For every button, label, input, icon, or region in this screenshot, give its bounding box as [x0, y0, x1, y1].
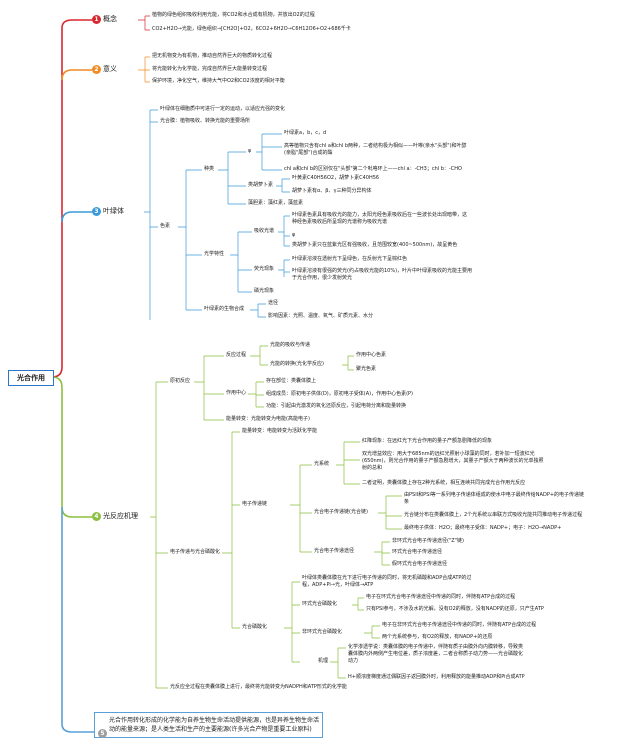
branch-chloroplast-label: 叶绿体 — [103, 207, 124, 215]
chain-definition: 由PSII和PSI等一系列电子传递体组成的使水中电子最终传给NADP+的电子传递… — [404, 492, 585, 498]
light-absorption-transfer: 光能的吸收与传递 — [270, 342, 311, 348]
node-carotenoid[interactable]: 类胡萝卜素 — [248, 182, 274, 188]
red-drop-effect: 红降现象：在远红光下光合作用的量子产额急剧降低的现象 — [362, 438, 493, 444]
chemiosmotic-theory-cont-1: 囊体膜内外两侧产生电位差，质子浓度差，二者合称质子动力势——光合磷酸化 — [348, 651, 524, 657]
node-chlorophyll[interactable]: φ — [248, 148, 252, 154]
node-electron-transport-chain[interactable]: 电子传递链 — [242, 501, 268, 507]
node-absorption-spectrum[interactable]: 吸收光谱 — [254, 228, 275, 234]
node-reaction-center[interactable]: 作用中心 — [226, 390, 247, 396]
emerson-effect: 双光增益效应：用大于685nm的远红光照射小球藻的同时，若补加一短波红光 — [362, 451, 535, 457]
reaction-center-pigment: 作用中心色素 — [356, 352, 387, 358]
node-photosystem[interactable]: 光系统 — [314, 461, 330, 467]
fluorescence-color: 叶绿素溶液在透射光下呈绿色，在反射光下呈棕红色 — [292, 256, 408, 262]
biosynthesis-pathway: 途径 — [268, 300, 279, 306]
absorption-definition-cont: 种经色素吸收后所呈现的光谱称为吸收光谱 — [292, 219, 388, 225]
biosynthesis-factors: 影响因素：光照、温度、氧气、矿质元素、水分 — [268, 313, 374, 319]
emerson-effect-cont-2: 射的总和 — [362, 465, 383, 471]
fluorescence-strength: 叶绿素溶液有很强的荧光(约占吸收光能的10%)，叶片中叶绿素吸收的光能主要用 — [292, 268, 473, 274]
noncyclic-definition: 电子在非环式光合电子传递途径中传递的同时，伴随有ATP合成的过程 — [382, 622, 537, 628]
chemiosmotic-theory-cont-2: 动力 — [348, 658, 359, 664]
fluorescence-strength-cont: 于光合作用，很少发射荧光 — [292, 275, 353, 281]
chlorophyll-types: 叶绿素a，b，c，d — [284, 130, 327, 136]
reaction-center-location: 存在部位：类囊体膜上 — [266, 378, 317, 384]
pathway-noncyclic: 非环式光合电子传递途径("Z"链) — [392, 538, 464, 544]
number-badge-1: 1 — [92, 15, 101, 24]
number-badge-5: 5 — [98, 729, 107, 738]
root-node[interactable]: 光合作用 — [8, 370, 54, 386]
branch-light-reaction-label: 光反应机理 — [103, 512, 138, 520]
absorption-placeholder: φ — [292, 232, 296, 238]
chain-distribution: 光合链分布在类囊体膜上，2个光系统以串联方式吸收光能共同推动电子传递过程 — [404, 512, 583, 518]
node-reaction-process[interactable]: 反应过程 — [226, 352, 247, 358]
antenna-pigment: 聚光色素 — [356, 366, 377, 372]
node-mechanism[interactable]: 机理 — [318, 658, 329, 664]
atp-synthesis: H+顺浓度梯度通过偶联因子返回膜外时，利用释放的能量推动ADP和Pi合成ATP — [348, 674, 525, 680]
significance-item-2: 将光能转化为化学能，完成自然界巨大能量转变过程 — [152, 66, 268, 72]
cyclic-features: 只有PSI参与，不涉及水的光解，没有O2的释放，没有NADP的还原，只产生ATP — [366, 606, 544, 612]
cyclic-definition: 电子在环式光合电子传递途径中传递的同时，伴随有ATP合成的过程 — [366, 594, 516, 600]
node-optical-properties[interactable]: 光学特性 — [204, 251, 225, 257]
emerson-effect-cont-1: (650nm)，则光合作用的量子产额急剧增大，其量子产额大于两种波长的光单独照 — [362, 458, 544, 464]
carotenoid-isomers: 胡萝卜素有α、β、γ三种同分异构体 — [292, 188, 372, 194]
primary-energy-conversion: 能量转变：光能转变为电能(高能电子) — [226, 416, 310, 422]
summary-text: 光合作用转化形成的化学能为自养生物生命活动提供能源，也是异养生物生命活动的能量来… — [109, 717, 320, 733]
node-photosynthetic-chain[interactable]: 光合电子传递链(光合链) — [314, 509, 368, 515]
reaction-center-components: 组成成员：原初电子供体(D)，原初电子受体(A)，作用中心色素(P) — [266, 391, 413, 397]
node-kinds[interactable]: 种类 — [204, 166, 215, 172]
node-pigment[interactable]: 色素 — [160, 223, 171, 229]
node-photophosphorylation[interactable]: 光合磷酸化 — [242, 624, 268, 630]
photosynthetic-membrane: 光合膜：植物吸收、转换光能的重要场所 — [160, 118, 251, 124]
pathway-pseudocyclic: 假环式光合电子传递途径 — [392, 561, 448, 567]
concept-definition: 植物的绿色组织吸收利用光能，将CO2和水合成有机物，并放出O2的过程 — [152, 12, 315, 18]
carotenoid-absorption: 类胡萝卜素只在蓝紫光区有强吸收，且范围较宽(400~500nm)，故呈黄色 — [292, 242, 458, 248]
significance-item-3: 保护环境，净化空气，维持大气中O2和CO2浓度的相对平衡 — [152, 78, 285, 84]
number-badge-2: 2 — [92, 65, 101, 74]
chlorophyll-difference: chl a和chl b的区别仅在"头部"第二个吡咯环上——chl a：-CH3；… — [284, 166, 462, 172]
chloroplast-movement: 叶绿体在细胞质中可进行一定的运动，以适应光强的变化 — [160, 106, 286, 112]
chemiosmotic-theory: 化学渗透学说：类囊体膜的电子传递中，伴随有质子由膜外向内膜转移，导致类 — [348, 644, 524, 650]
number-badge-4: 4 — [92, 512, 101, 521]
concept-equation: CO2+H2O→光能，绿色组织→[CH2O]+O2，6CO2+6H2O→C6H1… — [152, 26, 351, 32]
node-noncyclic-photophosphorylation[interactable]: 非环式光合磷酸化 — [302, 629, 343, 635]
photophosphorylation-definition: 叶绿体类囊体膜在光下进行电子传递的同时，将无机磷酸和ADP合成ATP的过 — [302, 575, 472, 581]
node-primary-reaction[interactable]: 原初反应 — [170, 378, 191, 384]
node-electron-transport-photophosphorylation[interactable]: 电子传递与光合磷酸化 — [170, 549, 221, 555]
pathway-cyclic: 环式光合电子传递途径 — [392, 549, 443, 555]
significance-item-1: 把无机物变为有机物，推动自然界巨大的物质转化过程 — [152, 53, 273, 59]
photophosphorylation-equation: 程，ADP+Pi→光，叶绿体→ATP — [302, 582, 374, 588]
chain-definition-cont: 条 — [404, 499, 410, 505]
chlorophyll-structure-cont: (亲脂"尾部")合成的酯 — [284, 150, 333, 156]
light-energy-conversion: 光能的转换(光化学反应) — [270, 361, 324, 367]
noncyclic-features: 两个光系统参与，有O2的释放，有NADP+的还原 — [382, 634, 493, 640]
chain-donor-acceptor: 最终电子供体：H2O；最终电子受体：NADP+；电子：H2O→NADP+ — [404, 525, 562, 531]
etc-energy-conversion: 能量转变：电能转变为活跃化学能 — [242, 428, 318, 434]
node-phycobilin[interactable]: 藻胆素：藻红素，藻蓝素 — [248, 200, 304, 206]
reaction-center-function: 功能：引起由光激发的氧化还原反应，引起电荷分离和能量转换 — [266, 403, 407, 409]
node-transport-pathway[interactable]: 光合电子传递途径 — [314, 548, 355, 554]
number-badge-3: 3 — [92, 207, 101, 216]
node-fluorescence[interactable]: 荧光现象 — [254, 266, 275, 272]
node-phosphorescence[interactable]: 磷光现象 — [254, 288, 275, 294]
branch-concept-label: 概念 — [103, 15, 117, 23]
branch-significance-label: 意义 — [103, 65, 117, 73]
chlorophyll-structure: 高等植物只含有chl a和chl b两种，二者结构极为相似——叶啉(亲水"头部"… — [284, 143, 467, 149]
light-reaction-summary: 光反应全过程在类囊体膜上进行，最终将光能转变为NADPH和ATP形式的化学能 — [170, 684, 347, 690]
node-cyclic-photophosphorylation[interactable]: 环式光合磷酸化 — [302, 601, 338, 607]
absorption-definition: 叶绿素色素具有吸收光的能力，太阳光经色素吸收后在一些波长处出现暗带，这 — [292, 212, 468, 218]
carotenoid-formula: 叶黄素C40H56O2，胡萝卜素C40H56 — [292, 175, 380, 181]
node-chlorophyll-biosynthesis[interactable]: 叶绿素的生物合成 — [204, 306, 245, 312]
branch-summary-box[interactable]: 5 光合作用转化形成的化学能为自养生物生命活动提供能源，也是异养生物生命活动的能… — [94, 712, 323, 738]
two-photosystems-conclusion: 二者证明，类囊体膜上存在2种光系统，相互连续共同完成光合作用光反应 — [362, 480, 526, 486]
